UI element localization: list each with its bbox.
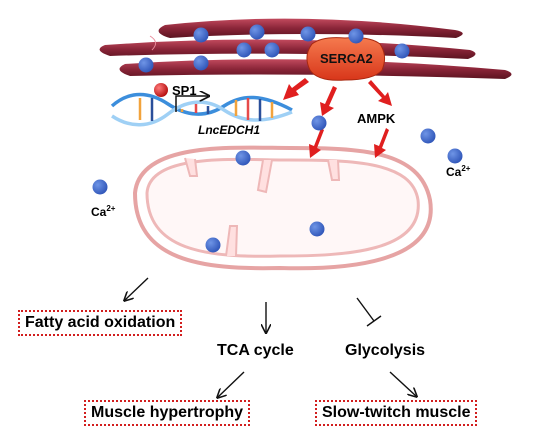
arrow-to-mitochondrion xyxy=(309,128,324,158)
tss-arrow xyxy=(175,96,208,112)
calcium-ion xyxy=(311,115,327,131)
fatty-acid-oxidation-box: Fatty acid oxidation xyxy=(18,310,183,336)
arrow-serca-down xyxy=(320,86,337,116)
calcium-ion xyxy=(309,221,325,237)
arrow-to-fatty-acid-oxidation xyxy=(125,277,149,300)
calcium-ion xyxy=(92,179,108,195)
calcium-ion xyxy=(205,237,221,253)
calcium-ions xyxy=(92,24,463,253)
serca2-pump xyxy=(306,37,386,81)
calcium-charge: 2+ xyxy=(106,204,116,213)
calcium-ion xyxy=(138,57,154,73)
calcium-ion xyxy=(300,26,316,42)
calcium-label-left: Ca2+ xyxy=(91,204,116,219)
slow-twitch-muscle-box: Slow-twitch muscle xyxy=(315,400,478,426)
sr-highlight xyxy=(149,35,156,51)
crista-1 xyxy=(184,157,199,177)
red-arrows xyxy=(283,78,392,158)
calcium-symbol: Ca xyxy=(446,165,462,179)
arrow-ampk-down xyxy=(374,128,389,158)
calcium-ion xyxy=(193,27,209,43)
calcium-ion xyxy=(394,43,410,59)
ampk-label: AMPK xyxy=(357,111,396,126)
arrow-serca-to-ampk xyxy=(368,80,392,106)
crista-2 xyxy=(256,159,273,194)
sp1-sphere xyxy=(154,83,168,97)
calcium-ion xyxy=(236,42,252,58)
mitochondrion xyxy=(132,145,433,271)
calcium-ion xyxy=(447,148,463,164)
inhibition-bar xyxy=(366,315,382,327)
glycolysis-label: Glycolysis xyxy=(345,342,426,359)
arrow-serca-to-dna xyxy=(283,78,309,100)
calcium-ion xyxy=(235,150,251,166)
calcium-ion xyxy=(420,128,436,144)
arrow-to-muscle-hypertrophy xyxy=(218,371,245,397)
inhibition-to-glycolysis xyxy=(356,297,375,322)
dna-base-pairs xyxy=(138,98,274,121)
crista-4 xyxy=(225,225,239,257)
calcium-ion xyxy=(193,55,209,71)
calcium-ion xyxy=(348,28,364,44)
calcium-label-right: Ca2+ xyxy=(446,164,471,179)
arrow-to-slow-twitch-muscle xyxy=(389,371,416,396)
calcium-symbol: Ca xyxy=(91,205,107,219)
muscle-hypertrophy-box: Muscle hypertrophy xyxy=(84,400,251,426)
calcium-charge: 2+ xyxy=(461,164,471,173)
sp1-label: SP1 xyxy=(172,83,197,98)
lncedch1-label: LncEDCH1 xyxy=(198,123,261,137)
lncedch1-dna xyxy=(110,95,293,127)
calcium-ion xyxy=(264,42,280,58)
tca-cycle-label: TCA cycle xyxy=(217,342,294,359)
serca2-label: SERCA2 xyxy=(320,51,373,66)
calcium-ion xyxy=(249,24,265,40)
black-arrows xyxy=(125,277,416,397)
crista-3 xyxy=(327,159,341,181)
